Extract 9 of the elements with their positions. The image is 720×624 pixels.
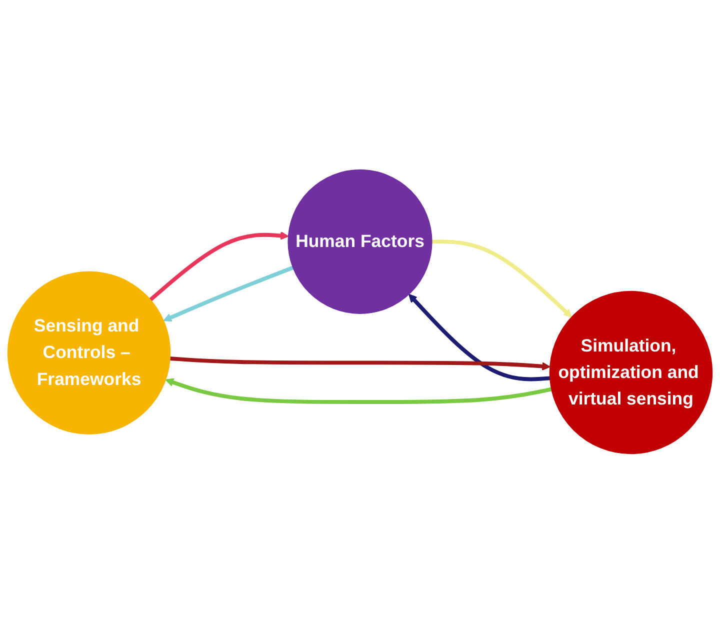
arrow <box>432 240 572 318</box>
arrow <box>149 232 289 302</box>
node-circle: Human Factors <box>288 170 432 314</box>
node-circle: Sensing and Controls – Frameworks <box>7 271 171 435</box>
arrow <box>170 356 550 371</box>
arrow <box>408 294 550 382</box>
arrow <box>163 266 294 322</box>
arrow <box>165 378 552 404</box>
node-circle: Simulation, optimization and virtual sensing <box>549 291 713 454</box>
